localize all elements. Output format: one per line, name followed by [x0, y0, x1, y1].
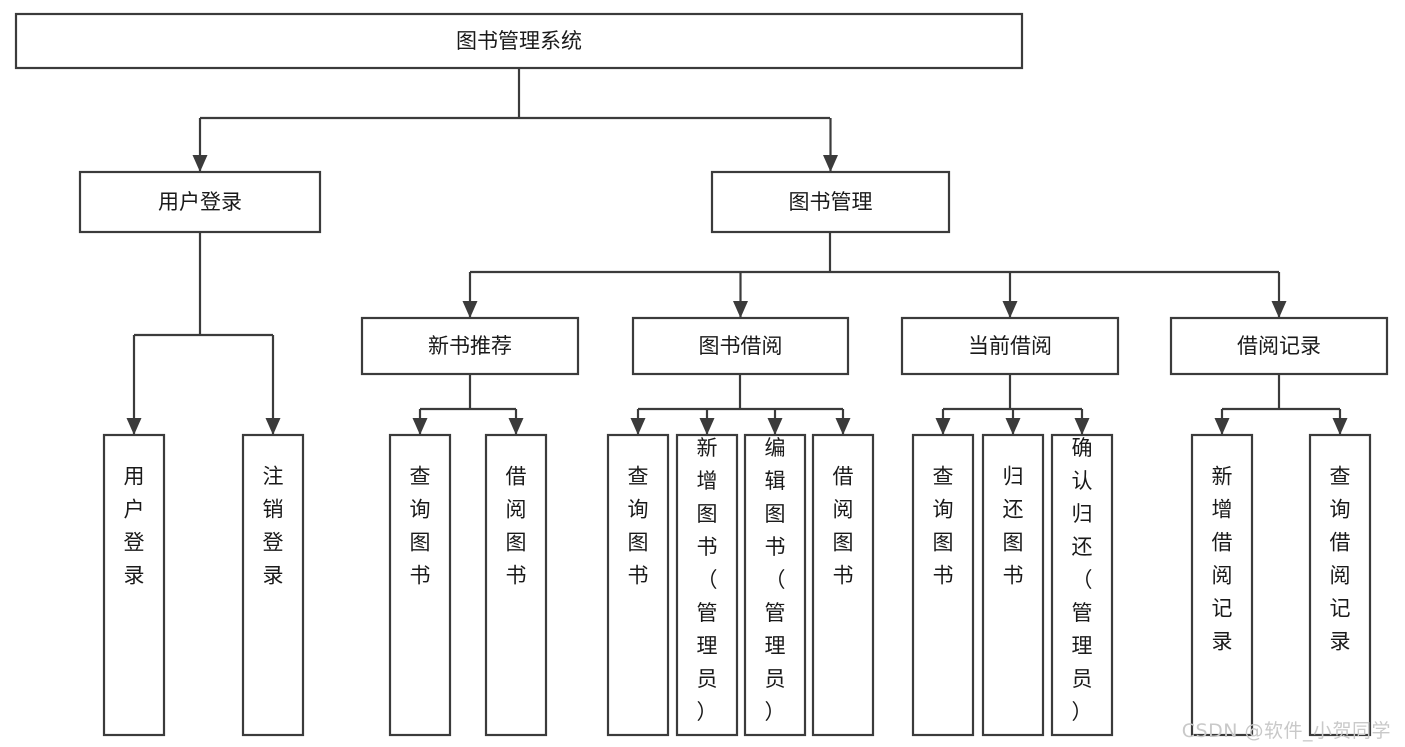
node-label-leaf-borrow-book-new: 借阅图书 — [506, 465, 527, 588]
node-leaf-add-borrow-record[interactable]: 新增借阅记录 — [1190, 433, 1254, 737]
arrow-head-icon — [630, 418, 646, 435]
node-box-current-borrow — [900, 316, 1120, 376]
arrow-head-icon — [126, 418, 142, 435]
csdn-watermark: CSDN @软件_小贺同学 — [1181, 720, 1391, 742]
node-leaf-edit-book[interactable]: 编辑图书（管理员） — [743, 433, 807, 737]
node-label-current-borrow: 当前借阅 — [968, 334, 1052, 358]
arrow-head-icon — [1332, 418, 1348, 435]
arrow-head-icon — [823, 155, 838, 172]
node-new-book-recommend[interactable]: 新书推荐 — [360, 316, 580, 376]
node-label-borrow-record: 借阅记录 — [1237, 334, 1321, 358]
node-label-leaf-user-logout: 注销登录 — [263, 465, 284, 588]
node-box-leaf-edit-book — [743, 433, 807, 737]
node-box-leaf-user-logout — [241, 433, 305, 737]
node-box-new-book-recommend — [360, 316, 580, 376]
node-leaf-confirm-return[interactable]: 确认归还（管理员） — [1050, 433, 1114, 737]
node-label-book-borrow: 图书借阅 — [699, 334, 783, 358]
node-box-leaf-query-book-borrow — [606, 433, 670, 737]
node-box-leaf-borrow-book — [811, 433, 875, 737]
node-box-leaf-borrow-book-new — [484, 433, 548, 737]
node-leaf-query-book-borrow[interactable]: 查询图书 — [606, 433, 670, 737]
node-book-borrow[interactable]: 图书借阅 — [631, 316, 850, 376]
node-leaf-user-login[interactable]: 用户登录 — [102, 433, 166, 737]
arrow-head-icon — [935, 418, 951, 435]
node-leaf-borrow-book[interactable]: 借阅图书 — [811, 433, 875, 737]
arrow-head-icon — [1214, 418, 1230, 435]
node-label-leaf-query-book-borrow: 查询图书 — [628, 465, 649, 588]
node-label-leaf-return-book: 归还图书 — [1003, 465, 1024, 588]
node-leaf-query-book-current[interactable]: 查询图书 — [911, 433, 975, 737]
arrow-head-icon — [767, 418, 783, 435]
node-box-borrow-record — [1169, 316, 1389, 376]
node-box-book-borrow — [631, 316, 850, 376]
node-leaf-user-logout[interactable]: 注销登录 — [241, 433, 305, 737]
arrow-head-icon — [1074, 418, 1090, 435]
node-leaf-query-borrow-record[interactable]: 查询借阅记录 — [1308, 433, 1372, 737]
node-leaf-borrow-book-new[interactable]: 借阅图书 — [484, 433, 548, 737]
node-label-user-login: 用户登录 — [158, 190, 242, 214]
arrow-head-icon — [508, 418, 524, 435]
node-box-root — [14, 12, 1024, 70]
node-label-leaf-borrow-book: 借阅图书 — [833, 465, 854, 588]
node-book-manage[interactable]: 图书管理 — [710, 170, 951, 234]
node-label-leaf-user-login: 用户登录 — [124, 465, 145, 588]
node-box-leaf-return-book — [981, 433, 1045, 737]
arrow-head-icon — [1271, 301, 1287, 318]
arrow-head-icon — [1005, 418, 1021, 435]
node-label-leaf-add-book: 新增图书（管理员） — [697, 436, 718, 724]
node-borrow-record[interactable]: 借阅记录 — [1169, 316, 1389, 376]
arrow-head-icon — [265, 418, 281, 435]
node-label-leaf-add-borrow-record: 新增借阅记录 — [1212, 465, 1233, 654]
node-box-leaf-add-borrow-record — [1190, 433, 1254, 737]
node-label-leaf-query-book-current: 查询图书 — [933, 465, 954, 588]
node-box-leaf-confirm-return — [1050, 433, 1114, 737]
arrow-head-icon — [462, 301, 478, 318]
node-user-login[interactable]: 用户登录 — [78, 170, 322, 234]
node-label-book-manage: 图书管理 — [789, 190, 873, 214]
node-label-leaf-edit-book: 编辑图书（管理员） — [765, 436, 786, 724]
node-box-book-manage — [710, 170, 951, 234]
node-layer: 图书管理系统用户登录图书管理新书推荐图书借阅当前借阅借阅记录用户登录注销登录查询… — [14, 12, 1389, 737]
node-box-leaf-user-login — [102, 433, 166, 737]
arrow-head-icon — [192, 155, 208, 172]
arrow-head-icon — [835, 418, 851, 435]
node-label-leaf-query-borrow-record: 查询借阅记录 — [1330, 465, 1351, 654]
node-box-leaf-query-book-current — [911, 433, 975, 737]
arrow-head-icon — [733, 301, 748, 318]
node-label-root: 图书管理系统 — [456, 29, 582, 53]
node-box-user-login — [78, 170, 322, 234]
node-label-leaf-confirm-return: 确认归还（管理员） — [1072, 436, 1093, 724]
node-leaf-query-book-new[interactable]: 查询图书 — [388, 433, 452, 737]
arrow-head-icon — [412, 418, 428, 435]
connector-layer — [126, 68, 1348, 435]
node-leaf-return-book[interactable]: 归还图书 — [981, 433, 1045, 737]
node-label-new-book-recommend: 新书推荐 — [428, 334, 512, 358]
node-label-leaf-query-book-new: 查询图书 — [410, 465, 431, 588]
node-leaf-add-book[interactable]: 新增图书（管理员） — [675, 433, 739, 737]
node-box-leaf-query-borrow-record — [1308, 433, 1372, 737]
arrow-head-icon — [1002, 301, 1018, 318]
node-root[interactable]: 图书管理系统 — [14, 12, 1024, 70]
node-box-leaf-query-book-new — [388, 433, 452, 737]
node-box-leaf-add-book — [675, 433, 739, 737]
arrow-head-icon — [699, 418, 715, 435]
node-current-borrow[interactable]: 当前借阅 — [900, 316, 1120, 376]
